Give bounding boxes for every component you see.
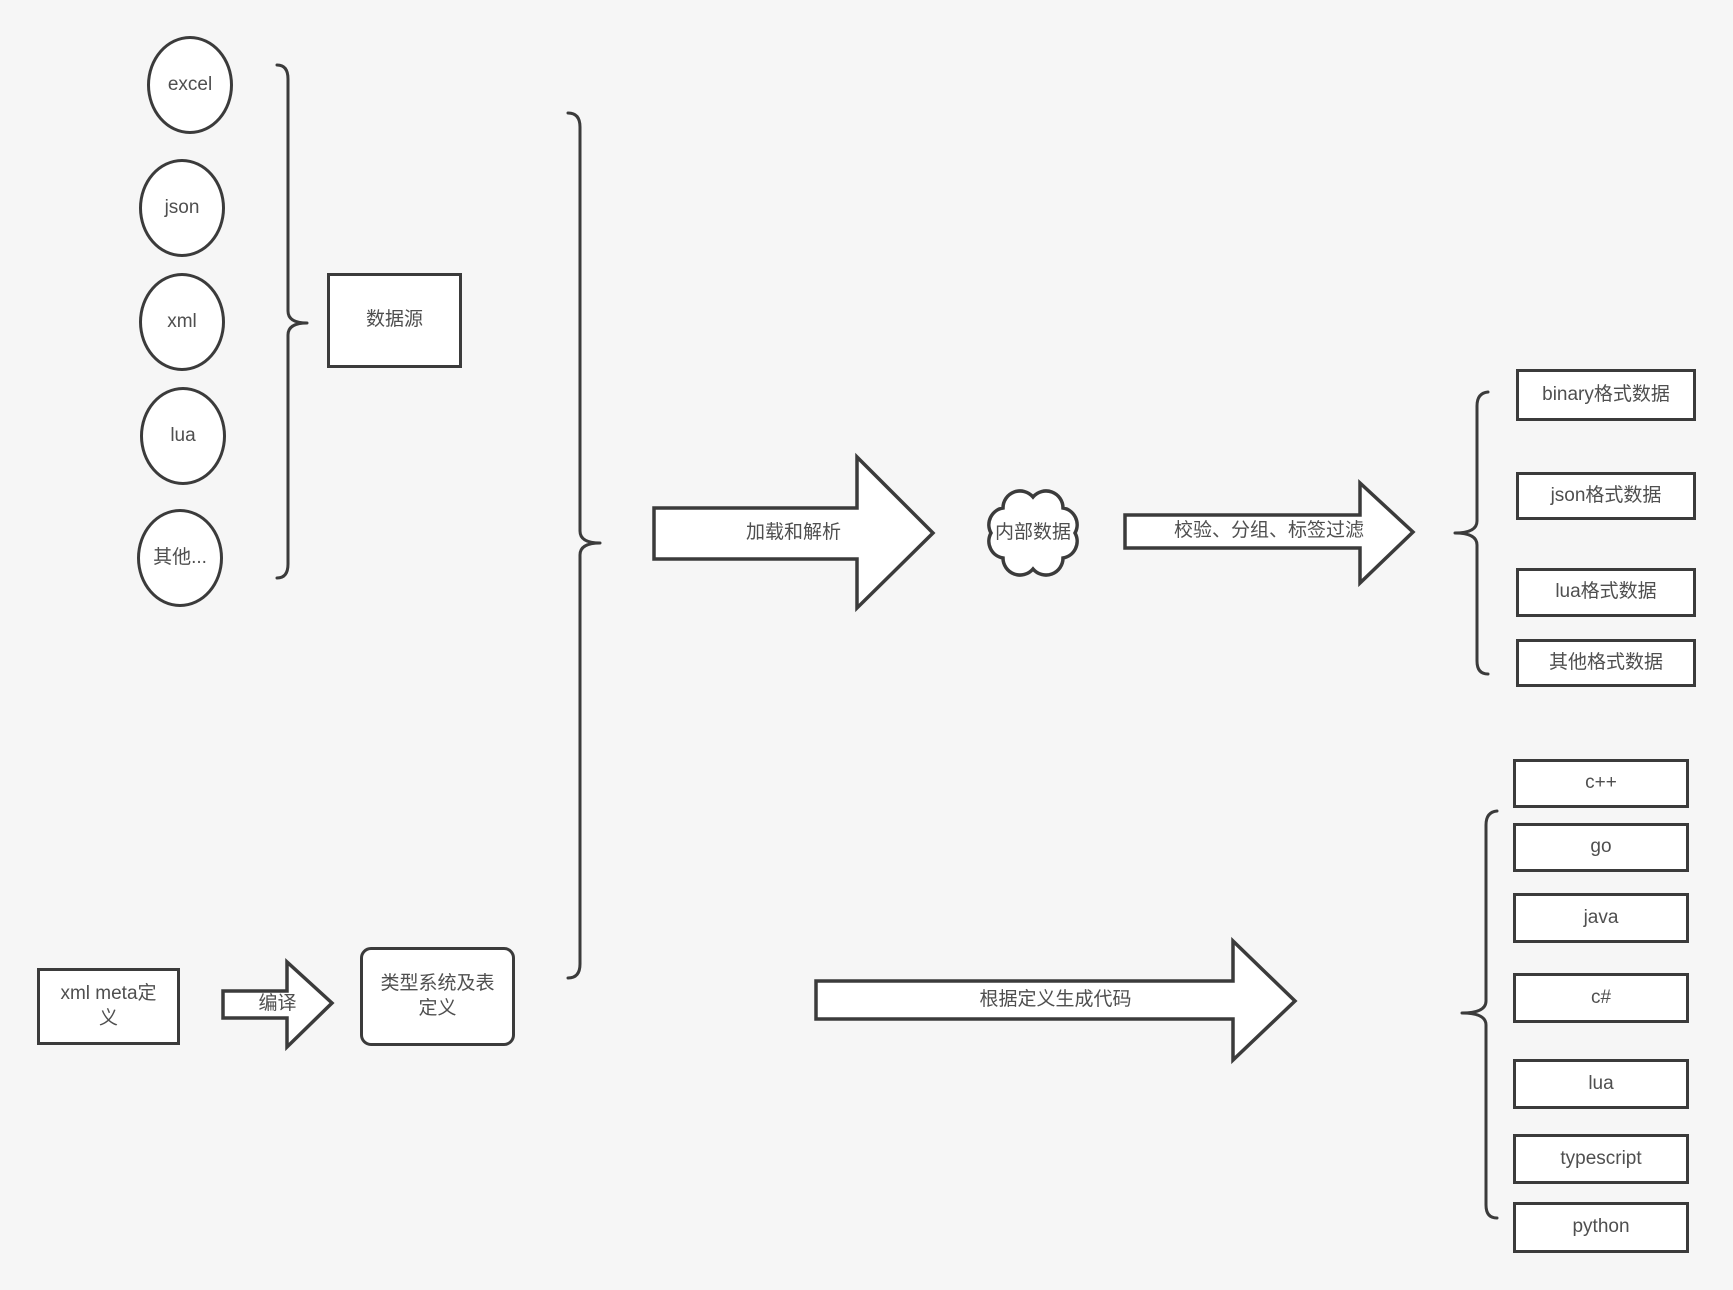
- language-box-python: python: [1513, 1202, 1689, 1253]
- source-node-other: 其他...: [137, 509, 223, 607]
- source-node-lua: lua: [140, 387, 226, 485]
- data-source-box: 数据源: [327, 273, 462, 368]
- source-node-excel: excel: [147, 36, 233, 134]
- language-box-cpp: c++: [1513, 759, 1689, 808]
- compile-arrow: [221, 958, 335, 1052]
- languages-group-brace: [1460, 809, 1499, 1220]
- xml-meta-definition-box: xml meta定义: [37, 968, 180, 1045]
- format-box-binary: binary格式数据: [1516, 369, 1696, 421]
- language-box-csharp: c#: [1513, 973, 1689, 1023]
- format-box-other: 其他格式数据: [1516, 639, 1696, 687]
- inputs-group-brace: [566, 111, 602, 980]
- format-box-lua: lua格式数据: [1516, 568, 1696, 617]
- language-box-go: go: [1513, 823, 1689, 872]
- formats-group-brace: [1453, 390, 1490, 676]
- sources-group-brace: [275, 63, 309, 580]
- source-node-json: json: [139, 159, 225, 257]
- internal-data-cloud: [987, 489, 1079, 577]
- type-system-box: 类型系统及表定义: [360, 947, 515, 1046]
- language-box-typescript: typescript: [1513, 1134, 1689, 1184]
- language-box-lua: lua: [1513, 1059, 1689, 1109]
- codegen-arrow: [814, 936, 1298, 1065]
- language-box-java: java: [1513, 893, 1689, 943]
- filter-arrow: [1123, 478, 1416, 588]
- source-node-xml: xml: [139, 273, 225, 371]
- load-parse-arrow: [652, 452, 936, 613]
- format-box-json: json格式数据: [1516, 472, 1696, 520]
